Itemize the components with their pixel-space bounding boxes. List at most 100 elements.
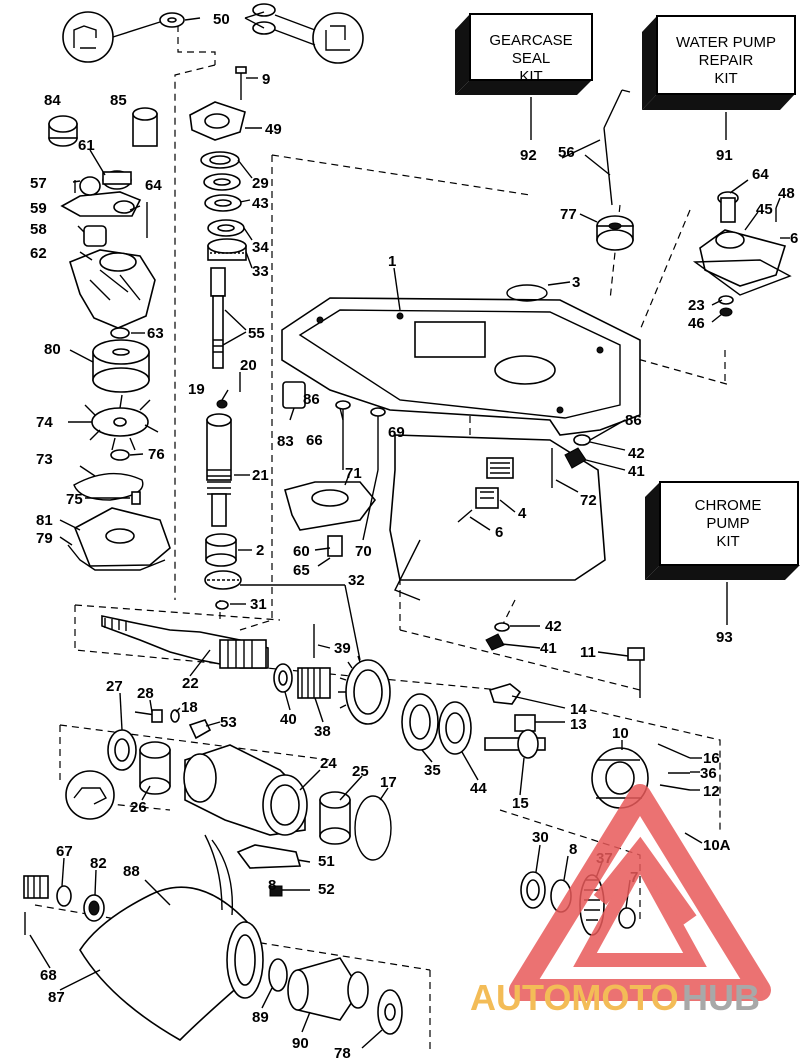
label-3: 3: [572, 274, 580, 291]
label-89: 89: [252, 1009, 269, 1026]
label-44: 44: [470, 780, 487, 797]
label-36: 36: [700, 765, 717, 782]
label-11: 11: [580, 644, 596, 661]
label-35: 35: [424, 762, 441, 779]
label-66: 66: [306, 432, 323, 449]
drive-shaft-21: [206, 413, 232, 527]
label-29: 29: [252, 175, 269, 192]
label-85: 85: [110, 92, 127, 109]
seal-27: [107, 729, 137, 771]
label-50: 50: [213, 11, 230, 28]
gasket-73: [73, 472, 144, 501]
label-74: 74: [36, 414, 53, 431]
gear-32: [338, 655, 391, 725]
gearcase-kit-line-2: SEAL: [512, 50, 550, 67]
screw-6-lower: [457, 509, 473, 523]
label-31: 31: [250, 596, 267, 613]
shift-rod-11: [627, 647, 645, 698]
leader-lines: [29, 11, 790, 1049]
label-42-upper: 42: [628, 445, 645, 462]
chrome-kit-line-2: PUMP: [706, 515, 749, 532]
water-tube-64-right: [717, 191, 739, 223]
label-43: 43: [252, 195, 269, 212]
insert-58: [83, 225, 107, 247]
label-87: 87: [48, 989, 65, 1006]
label-46: 46: [688, 315, 705, 332]
chrome-kit-line-3: KIT: [716, 533, 739, 550]
gearcase-seal-kit-box: GEARCASE SEAL KIT: [455, 13, 593, 95]
screw-60-65: [327, 535, 343, 557]
label-64-left: 64: [145, 177, 162, 194]
label-33: 33: [252, 263, 269, 280]
watermark-text-gray: HUB: [682, 977, 760, 1018]
watermark-triangle-outer: [509, 784, 771, 1001]
bearing-housing-24: [183, 744, 308, 836]
oring-3: [506, 284, 548, 302]
label-57: 57: [30, 175, 47, 192]
screws-66-69: [335, 400, 386, 470]
watermark-text-orange: AUTOMOTO: [470, 977, 679, 1018]
bolt-28: [134, 709, 163, 723]
label-2: 2: [256, 542, 264, 559]
washer-18: [170, 709, 180, 723]
label-93: 93: [716, 629, 733, 646]
oring-76: [110, 449, 130, 461]
spacer-82: [56, 885, 105, 922]
label-63: 63: [147, 325, 164, 342]
label-73: 73: [36, 451, 53, 468]
label-86-left: 86: [303, 391, 320, 408]
label-86-right: 86: [625, 412, 642, 429]
label-48: 48: [778, 185, 795, 202]
label-60: 60: [293, 543, 310, 560]
label-39: 39: [334, 640, 351, 657]
water-pump-kit-line-1: WATER PUMP: [676, 34, 776, 51]
cup-80: [92, 339, 150, 393]
label-28: 28: [137, 685, 154, 702]
label-83: 83: [277, 433, 294, 450]
label-59: 59: [30, 200, 47, 217]
propeller-87-88: [79, 834, 264, 1041]
label-78: 78: [334, 1045, 351, 1062]
bearing-2: [205, 533, 237, 567]
label-80: 80: [44, 341, 61, 358]
washer-40: [273, 663, 293, 693]
label-23: 23: [688, 297, 705, 314]
washer-78: [377, 989, 403, 1035]
lift-icon-bottom: [65, 770, 115, 820]
bearing-25: [319, 791, 351, 845]
label-14: 14: [570, 701, 587, 718]
label-24: 24: [320, 755, 337, 772]
washers-23-46: [718, 295, 734, 317]
clip-53: [188, 719, 212, 740]
label-71: 71: [345, 465, 362, 482]
label-30: 30: [532, 829, 549, 846]
label-64-right: 64: [752, 166, 769, 183]
gear-and-nut-31: [204, 570, 242, 610]
watermark-triangle-inner: [573, 845, 707, 967]
label-13: 13: [570, 716, 587, 733]
label-68: 68: [40, 967, 57, 984]
label-12: 12: [703, 783, 720, 800]
oring-17: [354, 795, 392, 861]
washers-29-43-34: [200, 151, 245, 237]
watermark-mountain: [593, 836, 697, 925]
label-25: 25: [352, 763, 369, 780]
oring-63: [110, 327, 130, 339]
label-4: 4: [518, 505, 527, 522]
key-75: [131, 491, 141, 505]
label-67: 67: [56, 843, 73, 860]
label-6-top: 6: [790, 230, 798, 247]
washer-89: [268, 958, 288, 992]
label-76: 76: [148, 446, 165, 463]
label-26: 26: [130, 799, 147, 816]
label-92: 92: [520, 147, 537, 164]
label-10a: 10A: [703, 837, 731, 854]
label-8-right: 8: [569, 841, 577, 858]
label-6-lower: 6: [495, 524, 503, 541]
label-41-lower: 41: [540, 640, 557, 657]
housing-45-48: [692, 208, 792, 296]
label-17: 17: [380, 774, 397, 791]
anode-4: [475, 487, 499, 509]
label-53: 53: [220, 714, 237, 731]
